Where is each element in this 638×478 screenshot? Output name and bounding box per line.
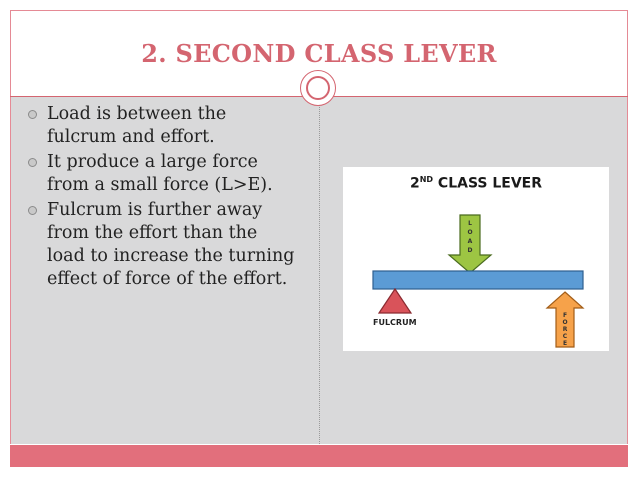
force-letter: O — [562, 319, 567, 326]
bottom-bar — [10, 445, 628, 467]
force-letter: F — [563, 312, 567, 319]
load-letter: A — [468, 238, 473, 245]
slide-title: 2. SECOND CLASS LEVER — [141, 39, 497, 68]
force-letter: E — [563, 340, 567, 347]
bullet-text: Fulcrum is further away from the effort … — [47, 200, 295, 289]
title-ornament-icon — [300, 70, 336, 106]
lever-beam — [372, 270, 584, 290]
bullet-text: Load is between the fulcrum and effort. — [47, 104, 227, 147]
load-arrow-icon — [447, 214, 493, 274]
figure-title: 2ND CLASS LEVER — [343, 175, 609, 192]
figure-title-rest: CLASS LEVER — [437, 175, 543, 192]
figure-title-superscript: ND — [419, 175, 434, 184]
force-arrow-icon — [545, 291, 585, 348]
bullet-item: It produce a large force from a small fo… — [25, 151, 295, 197]
load-letter: D — [468, 247, 473, 254]
bullet-item: Fulcrum is further away from the effort … — [25, 199, 295, 291]
fulcrum-triangle-icon — [377, 287, 413, 314]
bullet-dot-icon — [28, 206, 37, 215]
bullet-list: Load is between the fulcrum and effort. … — [25, 103, 295, 293]
content-area: Load is between the fulcrum and effort. … — [10, 97, 628, 444]
figure-title-number: 2 — [409, 175, 420, 192]
load-letter: O — [467, 229, 472, 236]
title-area: 2. SECOND CLASS LEVER — [10, 10, 628, 96]
bullet-text: It produce a large force from a small fo… — [47, 152, 273, 195]
force-letter: C — [563, 333, 568, 340]
fulcrum-label: FULCRUM — [373, 318, 417, 327]
bullet-item: Load is between the fulcrum and effort. — [25, 103, 295, 149]
bullet-dot-icon — [28, 110, 37, 119]
force-letter: R — [563, 326, 568, 333]
load-letter: L — [468, 220, 472, 227]
column-divider — [319, 97, 320, 444]
bullet-dot-icon — [28, 158, 37, 167]
